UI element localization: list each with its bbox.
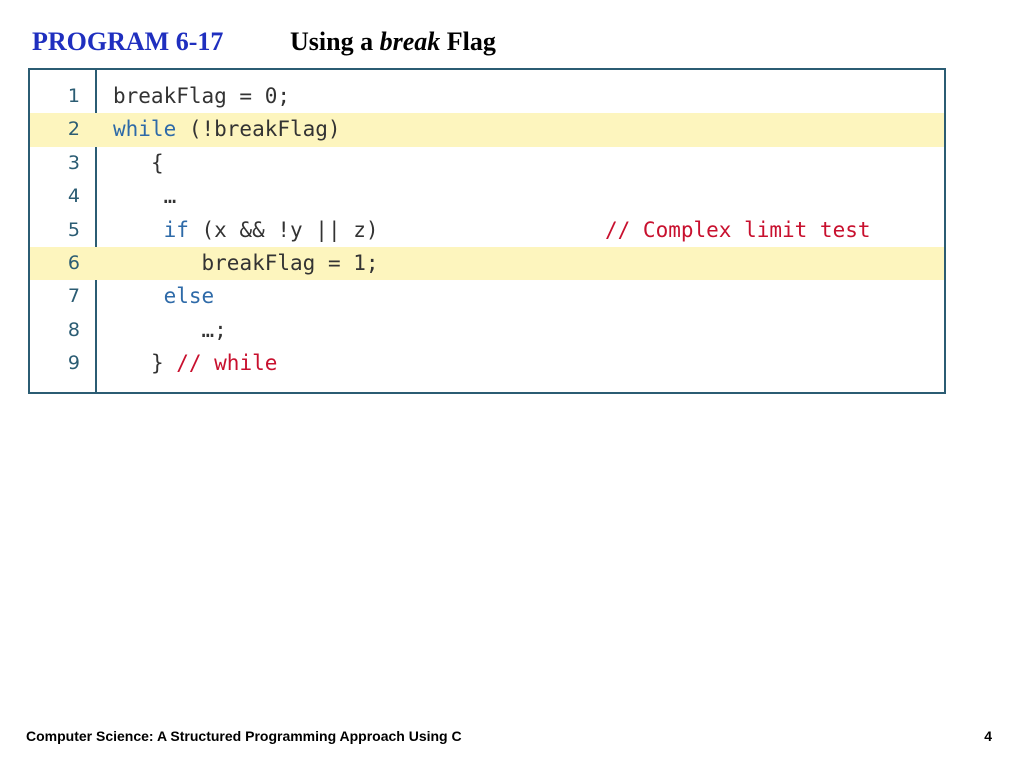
line-number: 6: [67, 251, 80, 274]
code-line: 6 breakFlag = 1;: [30, 246, 944, 281]
line-number: 5: [67, 218, 80, 241]
code-line: 2 while (!breakFlag): [30, 113, 944, 147]
code-indent: [113, 251, 202, 275]
code-comment: // while: [176, 351, 278, 376]
footer-course-title: Computer Science: A Structured Programmi…: [26, 728, 462, 744]
gutter-divider: [95, 70, 97, 392]
line-number: 7: [67, 285, 80, 308]
code-keyword: if: [163, 217, 189, 242]
code-statement: }: [150, 351, 177, 376]
line-number: 8: [67, 318, 80, 341]
code-keyword: while: [113, 117, 177, 142]
code-indent: [113, 218, 164, 242]
heading-suffix: Flag: [440, 27, 496, 56]
code-line: 7 else: [30, 280, 944, 313]
code-statement: breakFlag = 0;: [113, 84, 291, 108]
code-line: 9 } // while: [30, 347, 944, 380]
code-keyword: else: [163, 284, 215, 309]
program-label: PROGRAM 6-17: [32, 27, 224, 56]
program-heading: Using a break Flag: [290, 22, 496, 62]
footer-page-number: 4: [984, 728, 992, 744]
code-text: breakFlag = 1;: [113, 247, 379, 280]
code-text: …: [113, 180, 177, 213]
code-indent: [113, 284, 164, 308]
code-line: 4 …: [30, 180, 944, 213]
line-number: 9: [67, 352, 80, 375]
code-text: {: [113, 147, 164, 180]
line-number: 1: [67, 85, 80, 107]
code-line: 1 breakFlag = 0;: [30, 80, 944, 113]
code-indent: [113, 151, 151, 175]
code-text: …;: [113, 314, 227, 347]
code-statement: (!breakFlag): [176, 117, 341, 142]
line-number: 3: [67, 151, 80, 174]
code-text: else: [113, 280, 215, 313]
code-statement: breakFlag = 1;: [201, 250, 379, 275]
code-comment: // Complex limit test: [605, 217, 871, 242]
code-statement: (x && !y || z): [188, 217, 379, 242]
code-indent: [113, 184, 164, 208]
code-text: while (!breakFlag): [113, 113, 341, 146]
code-line: 5 if (x && !y || z) // Complex limit test: [30, 214, 944, 247]
heading-emphasis: break: [379, 27, 441, 56]
slide-title: PROGRAM 6-17 Using a break Flag: [32, 22, 496, 62]
line-number: 4: [67, 185, 80, 208]
code-statement: …;: [201, 317, 227, 342]
code-indent: [113, 351, 151, 375]
code-line: 3 {: [30, 147, 944, 180]
heading-prefix: Using a: [290, 27, 380, 56]
code-line: 8 …;: [30, 314, 944, 347]
code-indent: [113, 318, 202, 342]
code-statement: …: [163, 184, 177, 209]
line-number: 2: [67, 118, 80, 141]
code-text: } // while: [113, 347, 277, 380]
code-statement: {: [150, 150, 164, 175]
code-text: breakFlag = 0;: [113, 80, 290, 113]
code-text: if (x && !y || z): [113, 214, 379, 247]
